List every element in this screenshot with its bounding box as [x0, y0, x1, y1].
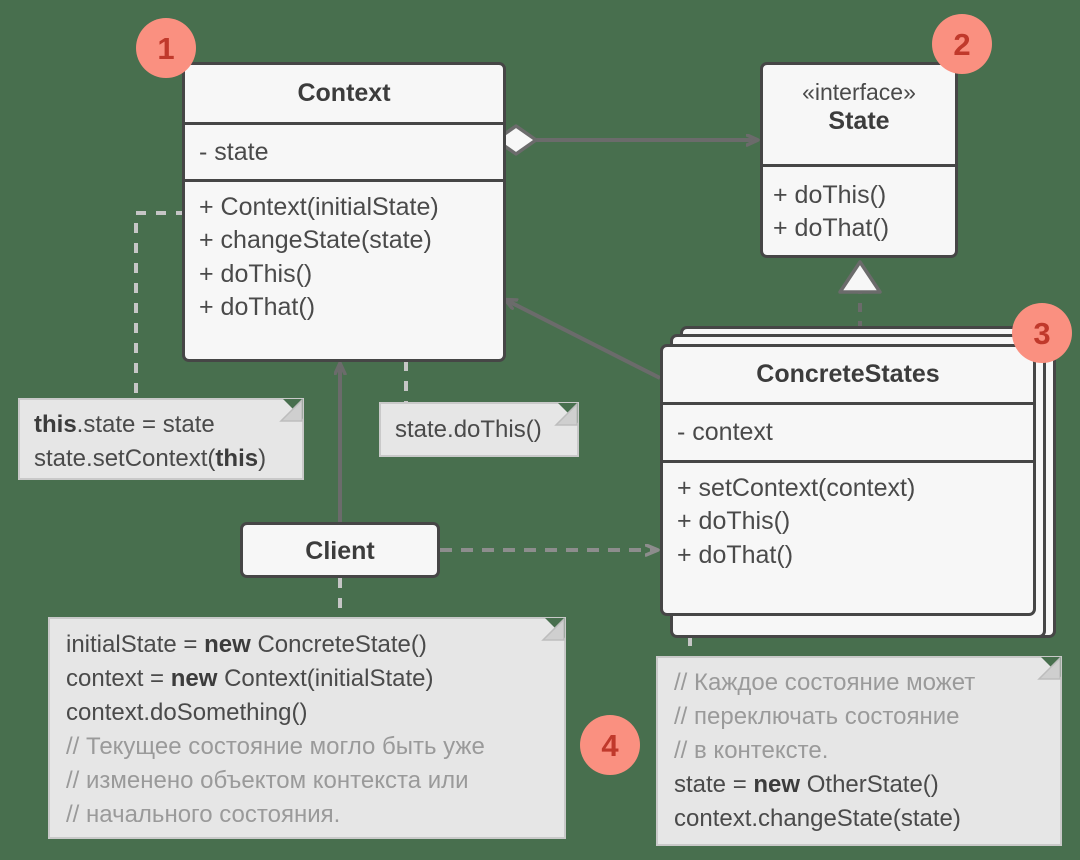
method-context-ctor: + Context(initialState) [199, 193, 439, 221]
note-line: // Текущее состояние могло быть уже [66, 733, 485, 761]
relation-context-state [494, 124, 757, 156]
method-set-context: + setContext(context) [677, 474, 916, 502]
note-line: context.changeState(state) [674, 805, 961, 833]
note-fold-icon [1037, 656, 1061, 680]
method-cs-do-this: + doThis() [677, 507, 791, 536]
note-line: context.doSomething() [66, 699, 308, 727]
badge-label: 2 [953, 26, 971, 62]
badge-label: 4 [601, 727, 619, 763]
note-line: initialState = new ConcreteState() [66, 631, 427, 658]
class-concretestates-name: ConcreteStates [756, 360, 940, 388]
class-context-name: Context [297, 79, 391, 107]
method-state-do-that: + doThat() [773, 214, 890, 243]
note-client-code[interactable]: initialState = new ConcreteState() conte… [48, 617, 566, 839]
method-change-state: + changeState(state) [199, 226, 432, 255]
note-line: // начального состояния. [66, 801, 341, 829]
note-line: this.state = state [34, 411, 215, 438]
method-cs-do-that: + doThat() [677, 540, 794, 569]
class-concretestates-methods: + setContext(context) + doThis() + doTha… [663, 463, 1033, 572]
class-client-name: Client [305, 537, 375, 565]
class-state-title: «interface» State [763, 79, 955, 135]
field-state: - state [199, 138, 269, 166]
note-fold-icon [541, 617, 565, 641]
note-fold-icon [554, 402, 578, 426]
class-context-methods: + Context(initialState) + changeState(st… [185, 182, 503, 324]
class-box-concretestates[interactable]: ConcreteStates - context + setContext(co… [660, 344, 1036, 616]
class-state-name: State [828, 106, 890, 135]
note-fold-icon [279, 398, 303, 422]
note-line: state.doThis() [395, 416, 542, 443]
class-context-fields: - state [185, 125, 503, 182]
note-state-switch[interactable]: // Каждое состояние может // переключать… [656, 656, 1062, 846]
class-box-context[interactable]: Context - state + Context(initialState) … [182, 62, 506, 362]
class-state-header: «interface» State [763, 65, 955, 167]
anchor-context-assign-note [134, 211, 186, 400]
badge-step-4[interactable]: 4 [580, 715, 640, 775]
class-context-header: Context [185, 65, 503, 125]
class-box-client[interactable]: Client [240, 522, 440, 578]
note-line: // изменено объектом контекста или [66, 767, 469, 795]
class-concretestates-header: ConcreteStates [663, 347, 1033, 405]
note-line: // в контексте. [674, 737, 829, 765]
note-line: context = new Context(initialState) [66, 665, 434, 693]
method-do-this: + doThis() [199, 259, 313, 288]
note-context-assign[interactable]: this.state = state state.setContext(this… [18, 398, 304, 480]
class-client-header: Client [243, 525, 437, 575]
class-box-state[interactable]: «interface» State + doThis() + doThat() [760, 62, 958, 258]
method-state-do-this: + doThis() [773, 181, 887, 209]
badge-label: 1 [157, 30, 175, 66]
field-context: - context [677, 418, 773, 446]
relation-concretestates-context [506, 300, 661, 380]
class-state-methods: + doThis() + doThat() [763, 167, 955, 246]
note-line: state.setContext(this) [34, 445, 267, 473]
class-concretestates-fields: - context [663, 405, 1033, 463]
note-line: state = new OtherState() [674, 771, 939, 799]
relation-concretestates-state [838, 260, 882, 348]
method-do-that: + doThat() [199, 292, 316, 321]
badge-step-3[interactable]: 3 [1012, 303, 1072, 363]
note-line: // Каждое состояние может [674, 669, 976, 696]
note-line: // переключать состояние [674, 703, 960, 731]
badge-step-2[interactable]: 2 [932, 14, 992, 74]
badge-step-1[interactable]: 1 [136, 18, 196, 78]
note-delegate[interactable]: state.doThis() [379, 402, 579, 457]
class-state-stereotype: «interface» [802, 79, 916, 105]
badge-label: 3 [1033, 315, 1051, 351]
